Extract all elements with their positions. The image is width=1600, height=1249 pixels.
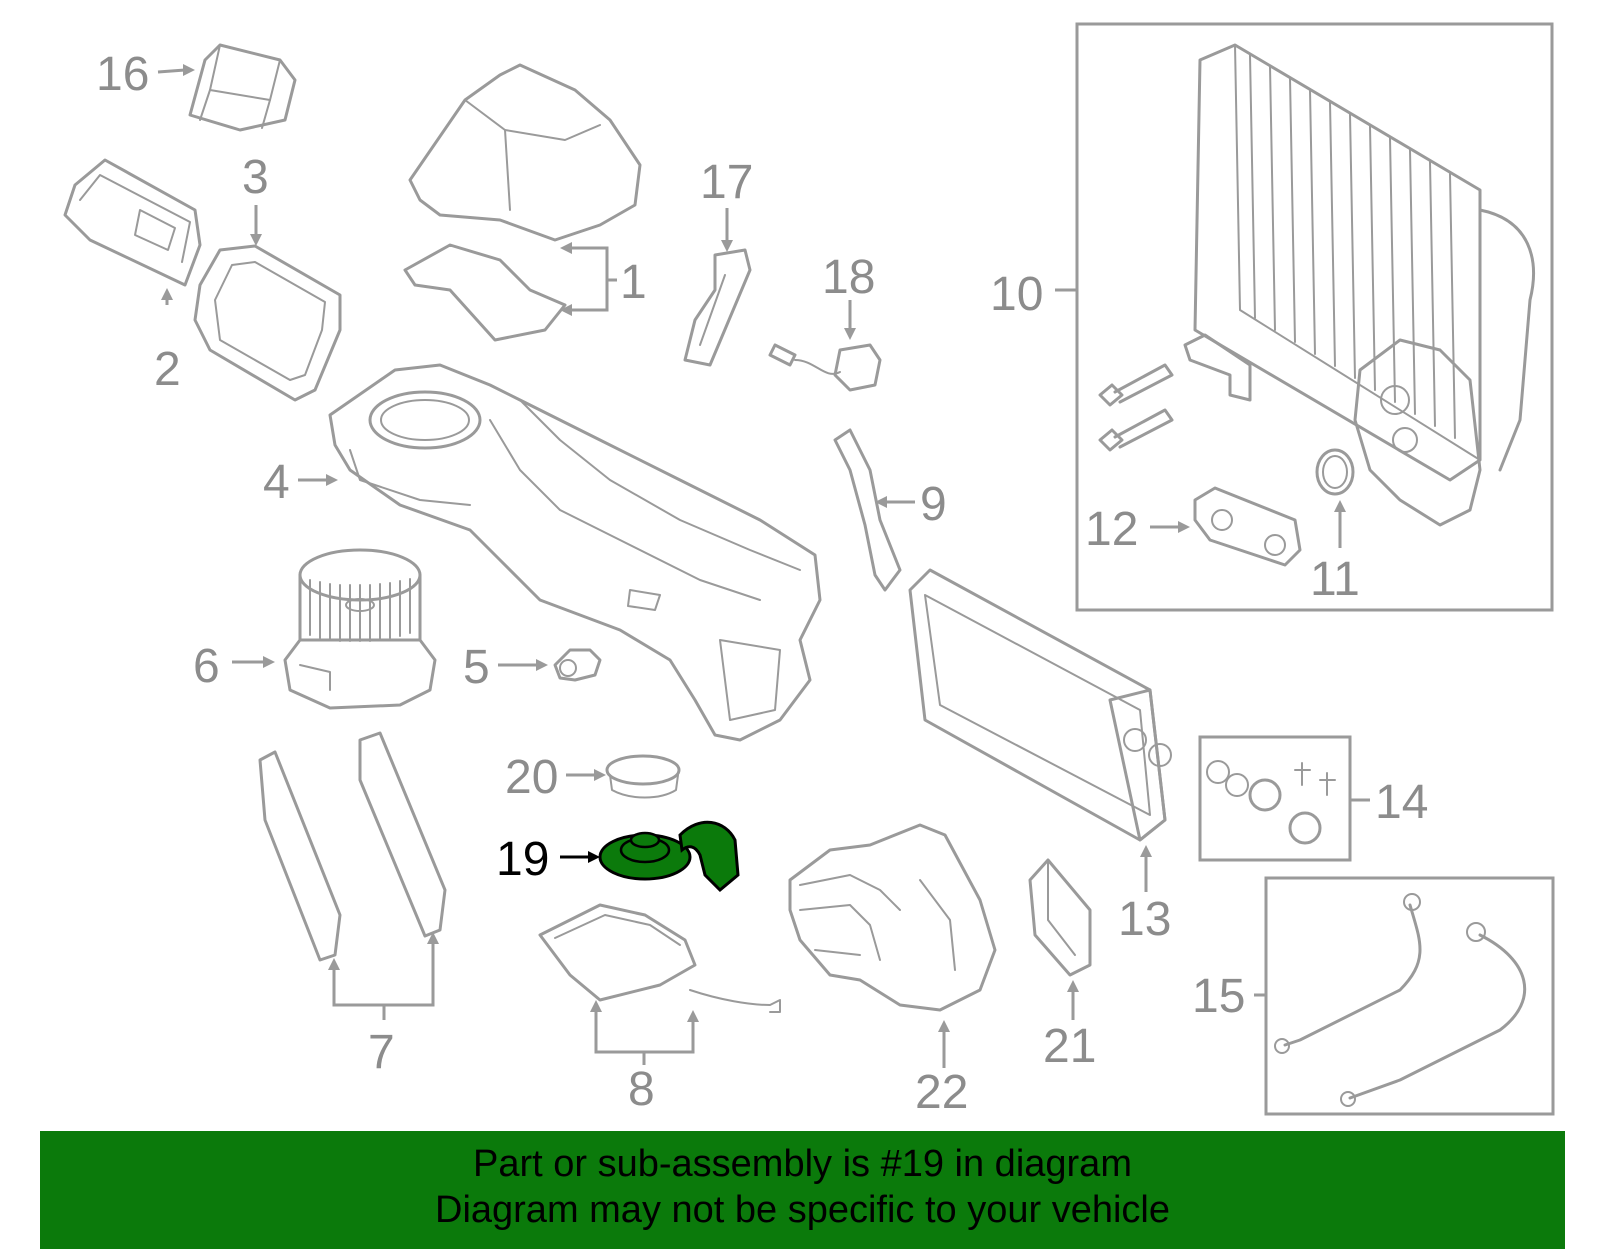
part-18-sensor	[768, 343, 882, 392]
part-17-bracket	[683, 248, 752, 367]
part-10-evaporator	[1098, 43, 1535, 527]
part-20-ring	[605, 754, 681, 799]
part-12-expansion-valve	[1193, 486, 1302, 567]
callout-2: 2	[154, 343, 181, 396]
group-box-15	[1264, 876, 1555, 1116]
info-banner: Part or sub-assembly is #19 in diagram D…	[40, 1131, 1565, 1249]
part-19-highlighted	[598, 820, 740, 893]
callout-13: 13	[1118, 893, 1171, 946]
callout-14: 14	[1375, 776, 1428, 829]
callout-16: 16	[96, 48, 149, 101]
part-5-clip	[553, 648, 602, 682]
part-22-rear-module	[788, 823, 997, 1012]
part-7-filters	[258, 731, 447, 962]
callout-9: 9	[920, 478, 947, 531]
callout-8: 8	[628, 1063, 655, 1116]
callout-1: 1	[620, 256, 647, 309]
callout-7: 7	[368, 1026, 395, 1079]
callout-6: 6	[193, 640, 220, 693]
callout-11: 11	[1310, 553, 1360, 606]
part-16-sensor	[188, 43, 297, 132]
part-2-filter-housing	[63, 158, 202, 287]
group-box-14	[1198, 735, 1352, 862]
part-6-blower-motor	[283, 548, 437, 710]
part-13-heater-core	[908, 568, 1172, 842]
callout-12: 12	[1085, 503, 1138, 556]
part-9-seal-strip	[833, 428, 902, 592]
callout-15: 15	[1192, 970, 1245, 1023]
part-8-cover	[538, 903, 781, 1013]
banner-line-1: Part or sub-assembly is #19 in diagram	[473, 1143, 1132, 1185]
callout-5: 5	[463, 641, 490, 694]
part-14-seal-kit	[1206, 760, 1336, 845]
part-4-hvac-housing	[328, 363, 822, 742]
part-15-hoses	[1274, 893, 1527, 1107]
callout-4: 4	[263, 456, 290, 509]
part-1-duct	[403, 63, 642, 342]
leader-lines	[157, 64, 1370, 1068]
part-11-o-ring	[1315, 448, 1355, 496]
callout-3: 3	[242, 151, 269, 204]
part-21-panel	[1028, 858, 1092, 977]
callout-18: 18	[822, 251, 875, 304]
callout-21: 21	[1043, 1020, 1096, 1073]
banner-line-2: Diagram may not be specific to your vehi…	[435, 1189, 1170, 1231]
callout-10: 10	[990, 268, 1043, 321]
callout-19: 19	[496, 833, 549, 886]
callout-17: 17	[700, 156, 753, 209]
callout-22: 22	[915, 1066, 968, 1119]
part-3-seal-frame	[193, 244, 342, 402]
callout-20: 20	[505, 751, 558, 804]
group-box-10	[1075, 22, 1554, 612]
